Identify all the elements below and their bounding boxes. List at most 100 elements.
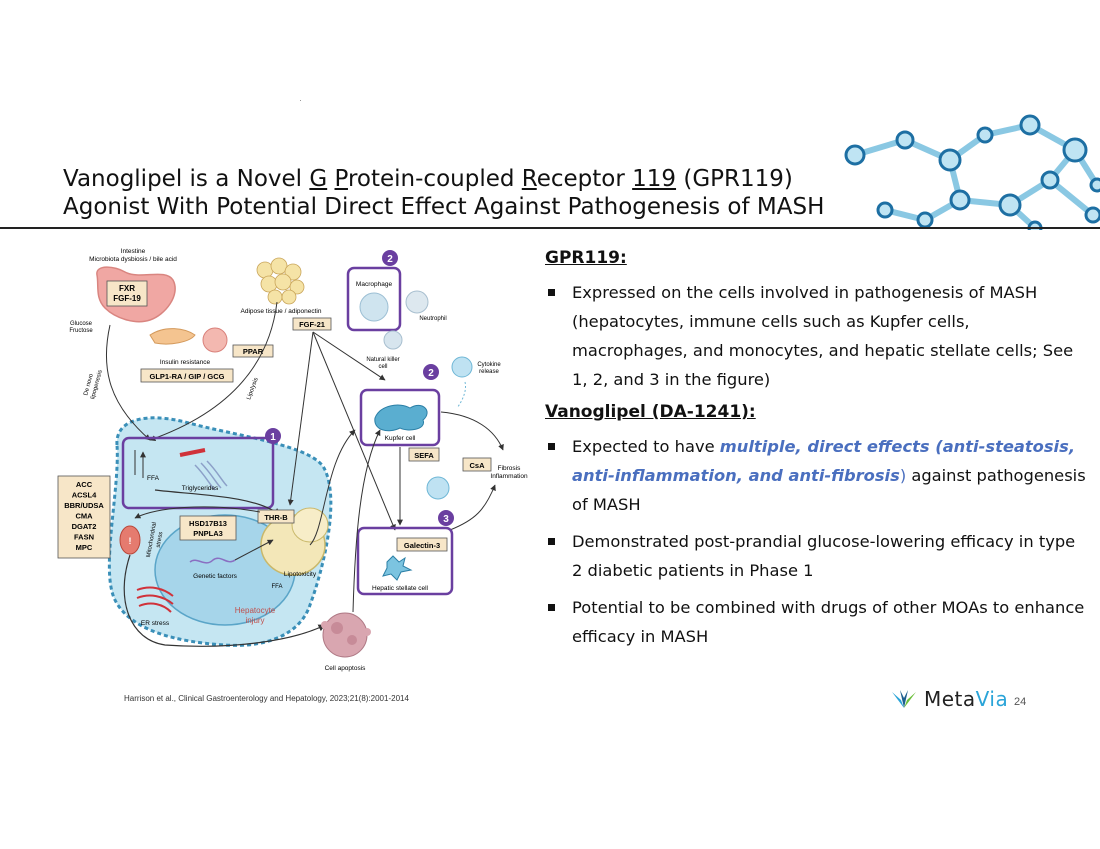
heading-gpr119: GPR119:: [545, 248, 627, 268]
label-release: release: [479, 369, 499, 375]
stellate-cell-icon: [382, 555, 413, 581]
acc-list-item: CMA: [75, 512, 93, 521]
title-line-2: Agonist With Potential Direct Effect Aga…: [63, 194, 825, 220]
apoptotic-cell-icon: [321, 612, 371, 658]
label-neutrophil: Neutrophil: [419, 316, 446, 322]
slide-title: Vanoglipel is a Novel G Protein-coupled …: [63, 165, 824, 221]
label-cell-apoptosis: Cell apoptosis: [325, 665, 367, 672]
label-de-novo: De novo: [83, 373, 95, 397]
label-ffa: FFA: [147, 475, 160, 482]
lipid-droplet-small-shape: [291, 507, 329, 543]
bullet-combination: Potential to be combined with drugs of o…: [545, 593, 1090, 651]
label-thr-b: THR-B: [264, 513, 288, 522]
receptor-icon: [179, 448, 206, 457]
label-fxr: FXR: [119, 284, 135, 293]
csa-box: [462, 457, 492, 472]
label-triglycerides: Triglycerides: [182, 485, 219, 492]
acc-list-item: ACSL4: [72, 491, 97, 500]
triglyceride-chains-icon: [194, 460, 228, 491]
pancreas-icon: [149, 328, 196, 345]
stellate-highlight-box: [356, 526, 454, 596]
metavia-logo: MetaVia: [890, 684, 1008, 714]
label-fgf21: FGF-21: [299, 320, 325, 329]
title-line-1: Vanoglipel is a Novel G Protein-coupled …: [63, 166, 793, 192]
ppar-box: [232, 344, 274, 358]
label-lipolysis: Lipolysis: [246, 377, 260, 401]
macrophage-cell-icon: [359, 292, 389, 322]
heading-vanoglipel: Vanoglipel (DA-1241):: [545, 402, 756, 422]
fgf21-box: [292, 317, 332, 331]
svg-text:1: 1: [270, 432, 276, 443]
monocyte-cell-icon: [426, 476, 450, 500]
glp1-box: [140, 368, 234, 383]
adipose-icon: [256, 257, 305, 305]
right-text-panel: GPR119: Expressed on the cells involved …: [545, 244, 1090, 659]
cytokine-cell-icon: [451, 356, 473, 378]
label-pnpla3: PNPLA3: [193, 529, 223, 538]
acc-list-box: [57, 475, 111, 559]
acc-list-item: FASN: [74, 533, 94, 542]
label-stellate-cell: Hepatic stellate cell: [372, 585, 429, 592]
label-sefa: SEFA: [414, 451, 434, 460]
label-inflammation: Inflammation: [490, 473, 528, 480]
label-fibrosis: Fibrosis: [498, 465, 522, 472]
svg-text:2: 2: [428, 368, 434, 379]
neutrophil-cell-icon: [405, 290, 429, 314]
badge-2-top: 2: [382, 250, 398, 266]
bullet-expressed: Expressed on the cells involved in patho…: [545, 278, 1090, 394]
label-intestine: Intestine: [121, 248, 146, 255]
logo-text-meta: Meta: [924, 687, 976, 711]
label-ffa-2: FFA: [271, 584, 282, 590]
label-adipose: Adipose tissue / adiponectin: [241, 308, 322, 315]
title-divider: [0, 227, 1100, 229]
galectin-box: [396, 537, 448, 552]
badge-3: 3: [438, 510, 454, 526]
svg-text:3: 3: [443, 514, 449, 525]
kupfer-cell-icon: [374, 404, 428, 432]
label-glp1: GLP1-RA / GIP / GCG: [149, 372, 224, 381]
label-stress: stress: [156, 531, 165, 548]
label-kupfer-cell: Kupfer cell: [385, 435, 416, 442]
dna-icon: [189, 557, 236, 564]
label-hsd17b13: HSD17B13: [189, 519, 227, 528]
label-fgf19: FGF-19: [113, 294, 141, 303]
er-icon: [136, 586, 174, 613]
hsd-box: [179, 515, 237, 541]
label-nk-cell: cell: [378, 364, 387, 370]
label-insulin: Insulin resistance: [160, 359, 211, 366]
label-hepatocyte: Hepatocyte: [235, 606, 276, 615]
label-cytokine: Cytokine: [477, 362, 501, 368]
logo-text-via: Via: [975, 687, 1009, 711]
hepatocyte-highlight-box: [121, 436, 275, 510]
label-genetic-factors: Genetic factors: [193, 573, 237, 580]
acc-list-item: MPC: [76, 543, 93, 552]
thrb-box: [257, 509, 295, 524]
label-injury: injury: [245, 616, 264, 625]
macrophage-highlight-box: [346, 266, 402, 332]
molecule-decoration-icon: [844, 114, 1100, 230]
label-ppar: PPAR: [243, 347, 264, 356]
label-fructose: Fructose: [69, 328, 93, 334]
label-lipotoxicity: Lipotoxicity: [284, 571, 317, 578]
label-microbiota: Microbiota dysbiosis / bile acid: [89, 256, 177, 263]
label-csa: CsA: [469, 461, 485, 470]
badge-2-kupfer: 2: [423, 364, 439, 380]
fxr-box: [106, 280, 148, 307]
mitochondria-icon: !: [119, 525, 141, 555]
acc-list-item: BBR/UDSA: [64, 501, 104, 510]
label-glucose: Glucose: [70, 321, 93, 327]
islet-icon: [202, 327, 228, 353]
label-natural-killer: Natural killer: [366, 357, 399, 363]
acc-list-item: ACC: [76, 480, 93, 489]
metavia-leaf-icon: [892, 690, 916, 708]
acc-list-item: DGAT2: [72, 522, 97, 531]
citation: Harrison et al., Clinical Gastroenterolo…: [124, 694, 409, 703]
svg-text:2: 2: [387, 254, 393, 265]
svg-text:!: !: [129, 536, 132, 546]
badge-1: 1: [265, 428, 281, 444]
mash-pathogenesis-diagram: Intestine Microbiota dysbiosis / bile ac…: [57, 248, 528, 672]
bullet-glucose-lowering: Demonstrated post-prandial glucose-lower…: [545, 527, 1090, 585]
bullet-expected-effects: Expected to have multiple, direct effect…: [545, 432, 1090, 519]
nk-cell-icon: [383, 330, 403, 350]
